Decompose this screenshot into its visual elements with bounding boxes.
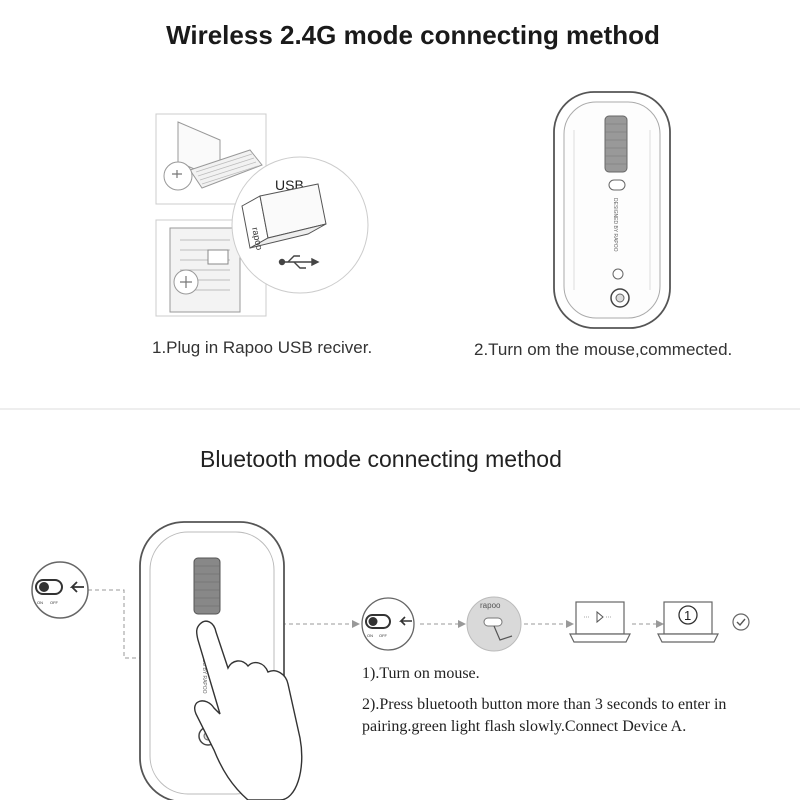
- rapoo-mouse-closeup-icon: rapoo: [466, 596, 522, 652]
- svg-text:ON: ON: [37, 600, 43, 605]
- bt-step2-text: 2).Press bluetooth button more than 3 se…: [362, 696, 727, 735]
- mouse-imprint: DESIGNED BY RAPOO: [612, 198, 618, 252]
- section-divider: [0, 408, 800, 410]
- mouse-illustration-24g: DESIGNED BY RAPOO: [553, 91, 671, 329]
- svg-text:rapoo: rapoo: [480, 601, 501, 610]
- power-switch-small-icon: ON OFF: [361, 597, 415, 651]
- usb-symbol-icon: [278, 255, 320, 269]
- svg-text:OFF: OFF: [379, 633, 388, 638]
- check-icon: [732, 613, 750, 631]
- step2-caption: 2.Turn om the mouse,commected.: [474, 340, 733, 359]
- pressing-hand-icon: [194, 620, 303, 800]
- bluetooth-illustration: ON OFF DESIGNED BY RAPOO ON OFF rapoo: [31, 521, 750, 800]
- laptop-device-a-icon: 1: [657, 601, 719, 643]
- svg-text:OFF: OFF: [50, 600, 59, 605]
- scroll-wheel-icon: [604, 115, 628, 173]
- svg-text:ON: ON: [367, 633, 373, 638]
- mouse-imprint-bt: DESIGNED BY RAPOO: [201, 640, 207, 694]
- svg-text:1: 1: [684, 608, 691, 623]
- bt-step1-text: 1).Turn on mouse.: [362, 665, 480, 682]
- section-title-bluetooth: Bluetooth mode connecting method: [200, 446, 562, 472]
- power-switch-icon: ON OFF: [31, 561, 89, 619]
- section-title-24g: Wireless 2.4G mode connecting method: [166, 20, 660, 50]
- usb-plug-illustration: USB rapoo: [155, 113, 369, 317]
- step1-caption: 1.Plug in Rapoo USB reciver.: [152, 338, 373, 357]
- laptop-bluetooth-icon: [569, 601, 631, 643]
- dongle-brand: rapoo: [250, 226, 265, 251]
